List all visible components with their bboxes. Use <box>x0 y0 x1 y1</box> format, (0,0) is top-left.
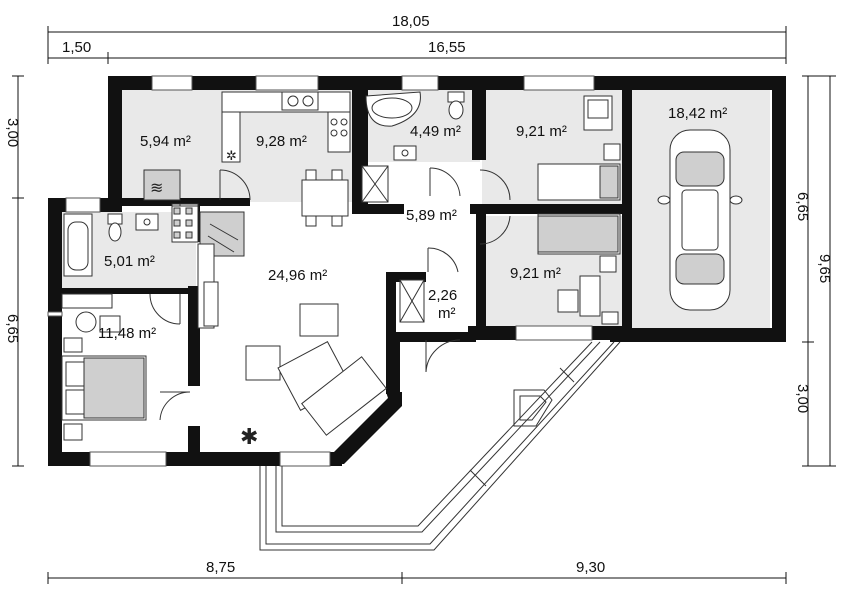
room-labels: 5,94 m² 9,28 m² 4,49 m² 9,21 m² 18,42 m²… <box>98 105 727 342</box>
dim-right-total: 9,65 <box>816 254 833 283</box>
dim-left-bottom: 6,65 <box>4 314 21 343</box>
car-icon <box>657 129 743 311</box>
terrace <box>259 341 621 551</box>
room-bathroom-top-area: 4,49 m² <box>410 123 461 140</box>
windows <box>47 75 595 467</box>
dim-bottom-left: 8,75 <box>206 559 235 576</box>
svg-text:✱: ✱ <box>240 425 258 450</box>
room-kitchen-area: 9,28 m² <box>256 133 307 150</box>
room-bedroom-left-area: 11,48 m² <box>98 325 156 342</box>
dim-top-right: 16,55 <box>428 39 466 56</box>
furniture: ≋ ✲ <box>61 91 621 450</box>
dim-right-top: 6,65 <box>794 192 811 221</box>
doors <box>149 167 511 421</box>
dimension-lines <box>12 26 836 584</box>
room-hall-area: 5,89 m² <box>406 207 457 224</box>
room-utility-area: 5,94 m² <box>140 133 191 150</box>
dim-left-top: 3,00 <box>4 118 21 147</box>
room-bedroom-top-area: 9,21 m² <box>516 123 567 140</box>
dim-bottom-right: 9,30 <box>576 559 605 576</box>
room-bathroom-left-area: 5,01 m² <box>104 253 155 270</box>
svg-text:≋: ≋ <box>150 178 163 197</box>
room-bedroom-mid-area: 9,21 m² <box>510 265 561 282</box>
room-living-area: 24,96 m² <box>268 267 327 284</box>
room-garage-area: 18,42 m² <box>668 105 727 122</box>
dim-top-left: 1,50 <box>62 39 91 56</box>
svg-text:✲: ✲ <box>226 149 237 164</box>
dim-top-total: 18,05 <box>392 13 430 30</box>
dim-right-bottom: 3,00 <box>794 384 811 413</box>
room-closet-unit: m² <box>438 305 456 322</box>
room-closet-area: 2,26 <box>428 287 457 304</box>
